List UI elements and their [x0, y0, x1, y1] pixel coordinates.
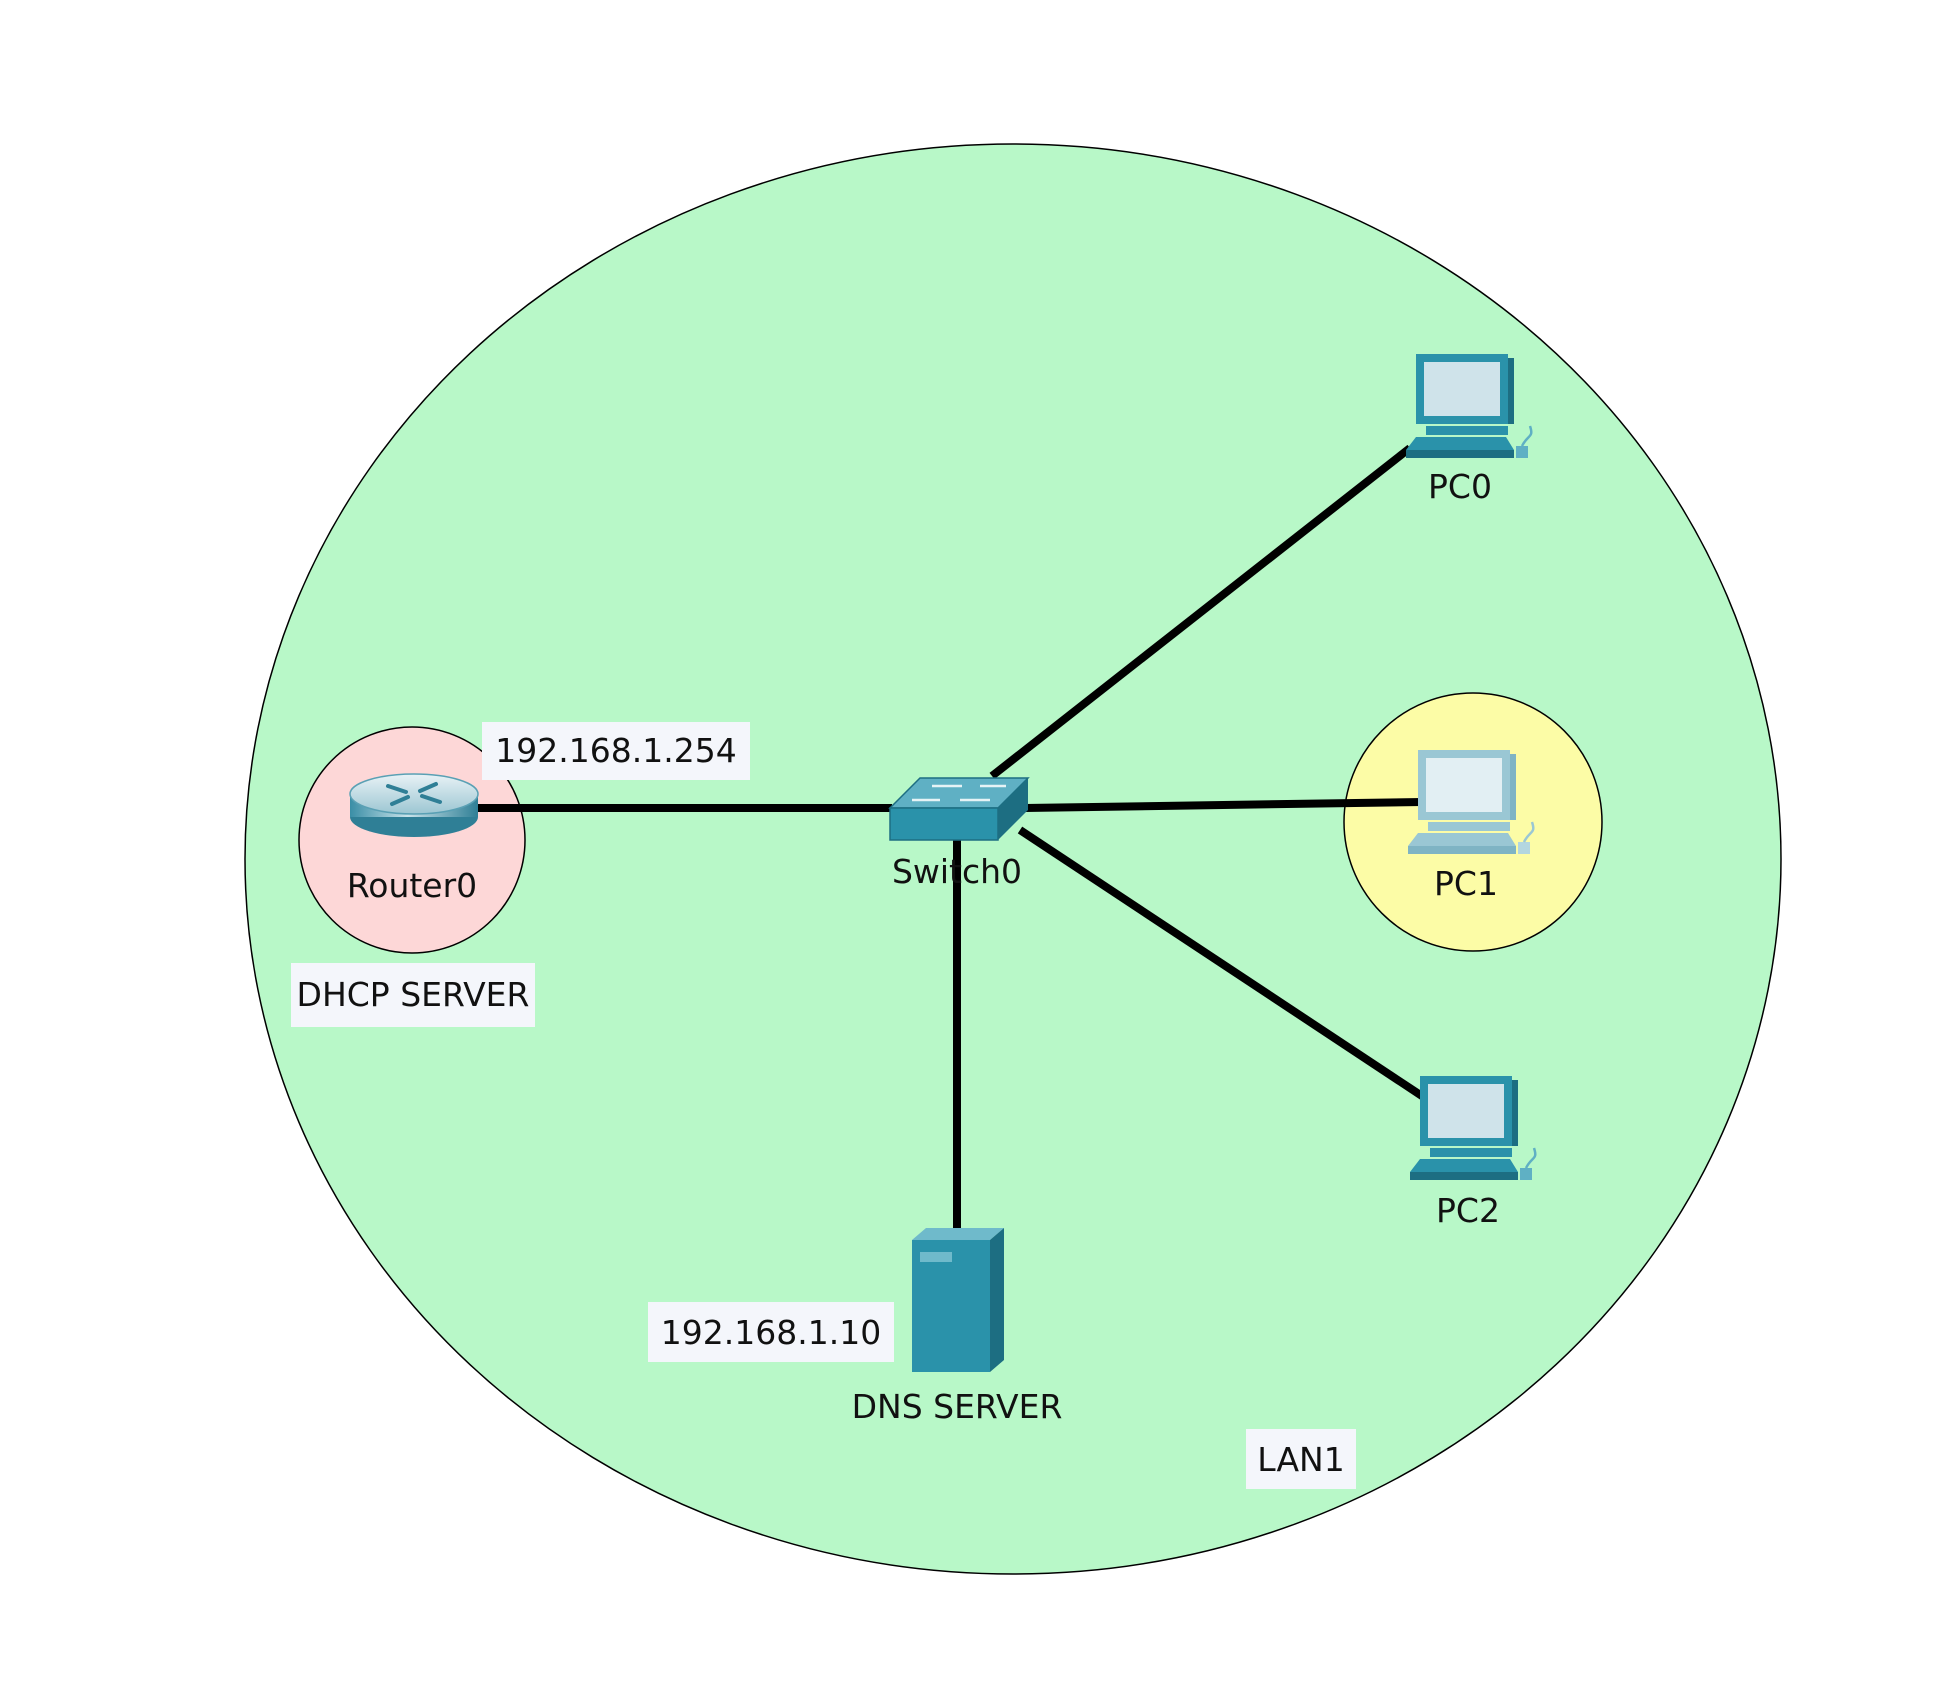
links — [478, 444, 1431, 1230]
switch-label: Switch0 — [892, 852, 1022, 891]
pc0-label: PC0 — [1428, 467, 1492, 506]
dhcp-text: DHCP SERVER — [297, 975, 530, 1014]
dns-label: DNS SERVER — [852, 1387, 1063, 1426]
pc1-icon — [1408, 750, 1535, 854]
router-label: Router0 — [347, 866, 477, 905]
pc0-icon — [1406, 354, 1533, 458]
dns-device[interactable]: DNS SERVER — [852, 1228, 1063, 1426]
router-device[interactable]: Router0 — [347, 773, 479, 905]
link-switch-pc1[interactable] — [1024, 798, 1423, 812]
switch-device[interactable]: Switch0 — [888, 777, 1030, 891]
pc1-device[interactable]: PC1 — [1408, 750, 1535, 903]
router-icon — [349, 773, 479, 837]
dns-ip-note[interactable]: 192.168.1.10 — [648, 1302, 894, 1362]
link-switch-pc0[interactable] — [989, 444, 1413, 780]
router-ip-text: 192.168.1.254 — [495, 731, 736, 770]
link-switch-pc2[interactable] — [1017, 826, 1431, 1104]
server-icon — [912, 1228, 1004, 1372]
pc2-label-text: PC2 — [1436, 1191, 1500, 1230]
pc1-label: PC1 — [1434, 864, 1498, 903]
pc0-device[interactable]: PC0 — [1406, 354, 1533, 506]
dns-ip-text: 192.168.1.10 — [661, 1313, 881, 1352]
pc2-device[interactable]: PC2 — [1410, 1076, 1537, 1180]
lan-area — [244, 143, 1782, 1575]
lan-note[interactable]: LAN1 — [1246, 1429, 1356, 1489]
lan-text: LAN1 — [1257, 1440, 1344, 1479]
switch-icon — [888, 777, 1030, 841]
dhcp-note[interactable]: DHCP SERVER — [291, 963, 535, 1027]
pc2-icon — [1410, 1076, 1537, 1180]
router-ip-note[interactable]: 192.168.1.254 — [482, 722, 750, 780]
